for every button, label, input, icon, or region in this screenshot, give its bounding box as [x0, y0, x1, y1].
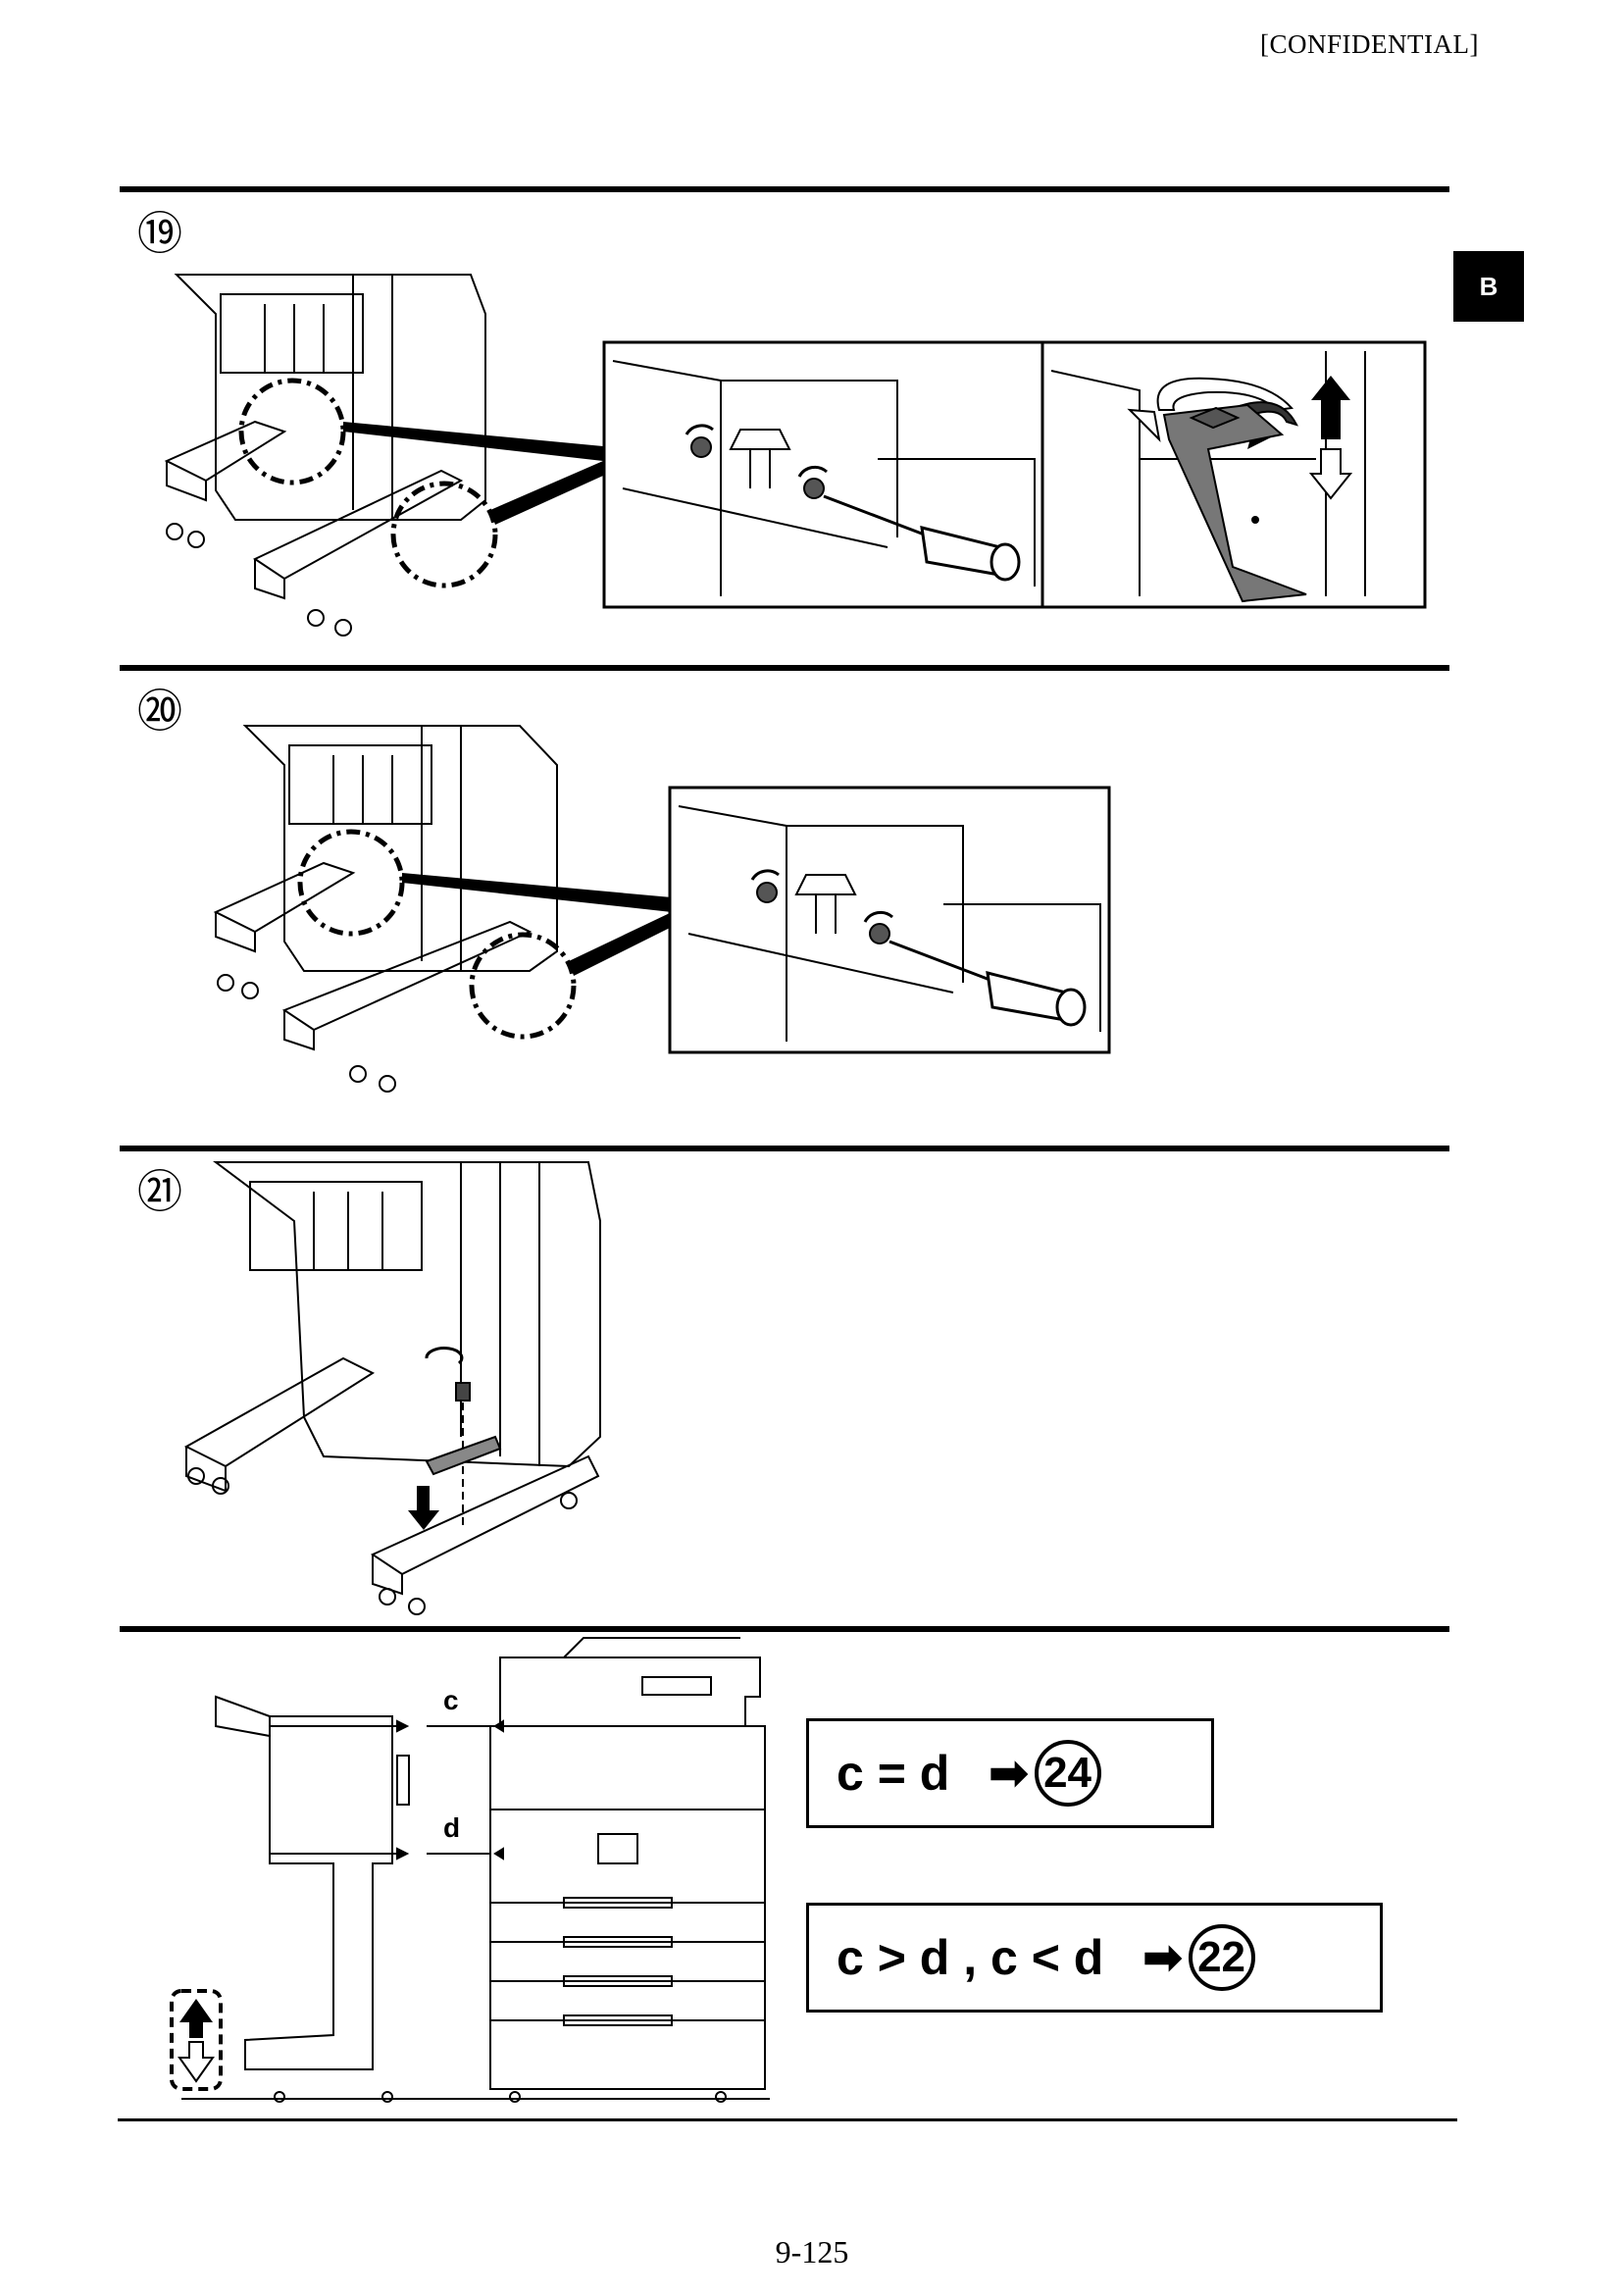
- arrow-right-icon: ➡: [1142, 1932, 1183, 1984]
- section-tab: B: [1453, 251, 1524, 322]
- footer-rule: [118, 2118, 1457, 2121]
- finisher-wrench-illustration: [183, 1161, 601, 1615]
- label-c: c: [443, 1685, 459, 1715]
- result-box-unequal: c > d , c < d ➡ 22: [806, 1903, 1383, 2013]
- step-number: ⑲: [137, 207, 182, 260]
- section-divider: [120, 1626, 1449, 1632]
- wrench-detail-image: [1040, 340, 1427, 609]
- step-number: ㉑: [137, 1165, 182, 1218]
- section-divider: [120, 1146, 1449, 1151]
- finisher-base-illustration: [164, 274, 603, 637]
- step-number: ⑳: [137, 685, 182, 738]
- screw-detail-image: [602, 340, 1045, 609]
- target-step-badge: 22: [1188, 1924, 1255, 1991]
- result-box-equal: c = d ➡ 24: [806, 1718, 1214, 1828]
- confidential-label: [CONFIDENTIAL]: [1260, 29, 1479, 59]
- target-step-badge: 24: [1034, 1740, 1101, 1807]
- section-divider: [120, 665, 1449, 671]
- condition-text: c > d , c < d: [837, 1930, 1104, 1985]
- arrow-right-icon: ➡: [989, 1748, 1029, 1800]
- condition-text: c = d: [837, 1746, 950, 1801]
- finisher-copier-alignment-diagram: [170, 1637, 770, 2103]
- page-number: 9-125: [775, 2234, 849, 2269]
- label-d: d: [443, 1812, 461, 1843]
- section-divider: [120, 186, 1449, 192]
- screw-detail-image: [668, 786, 1111, 1054]
- finisher-base-illustration: [213, 725, 672, 1093]
